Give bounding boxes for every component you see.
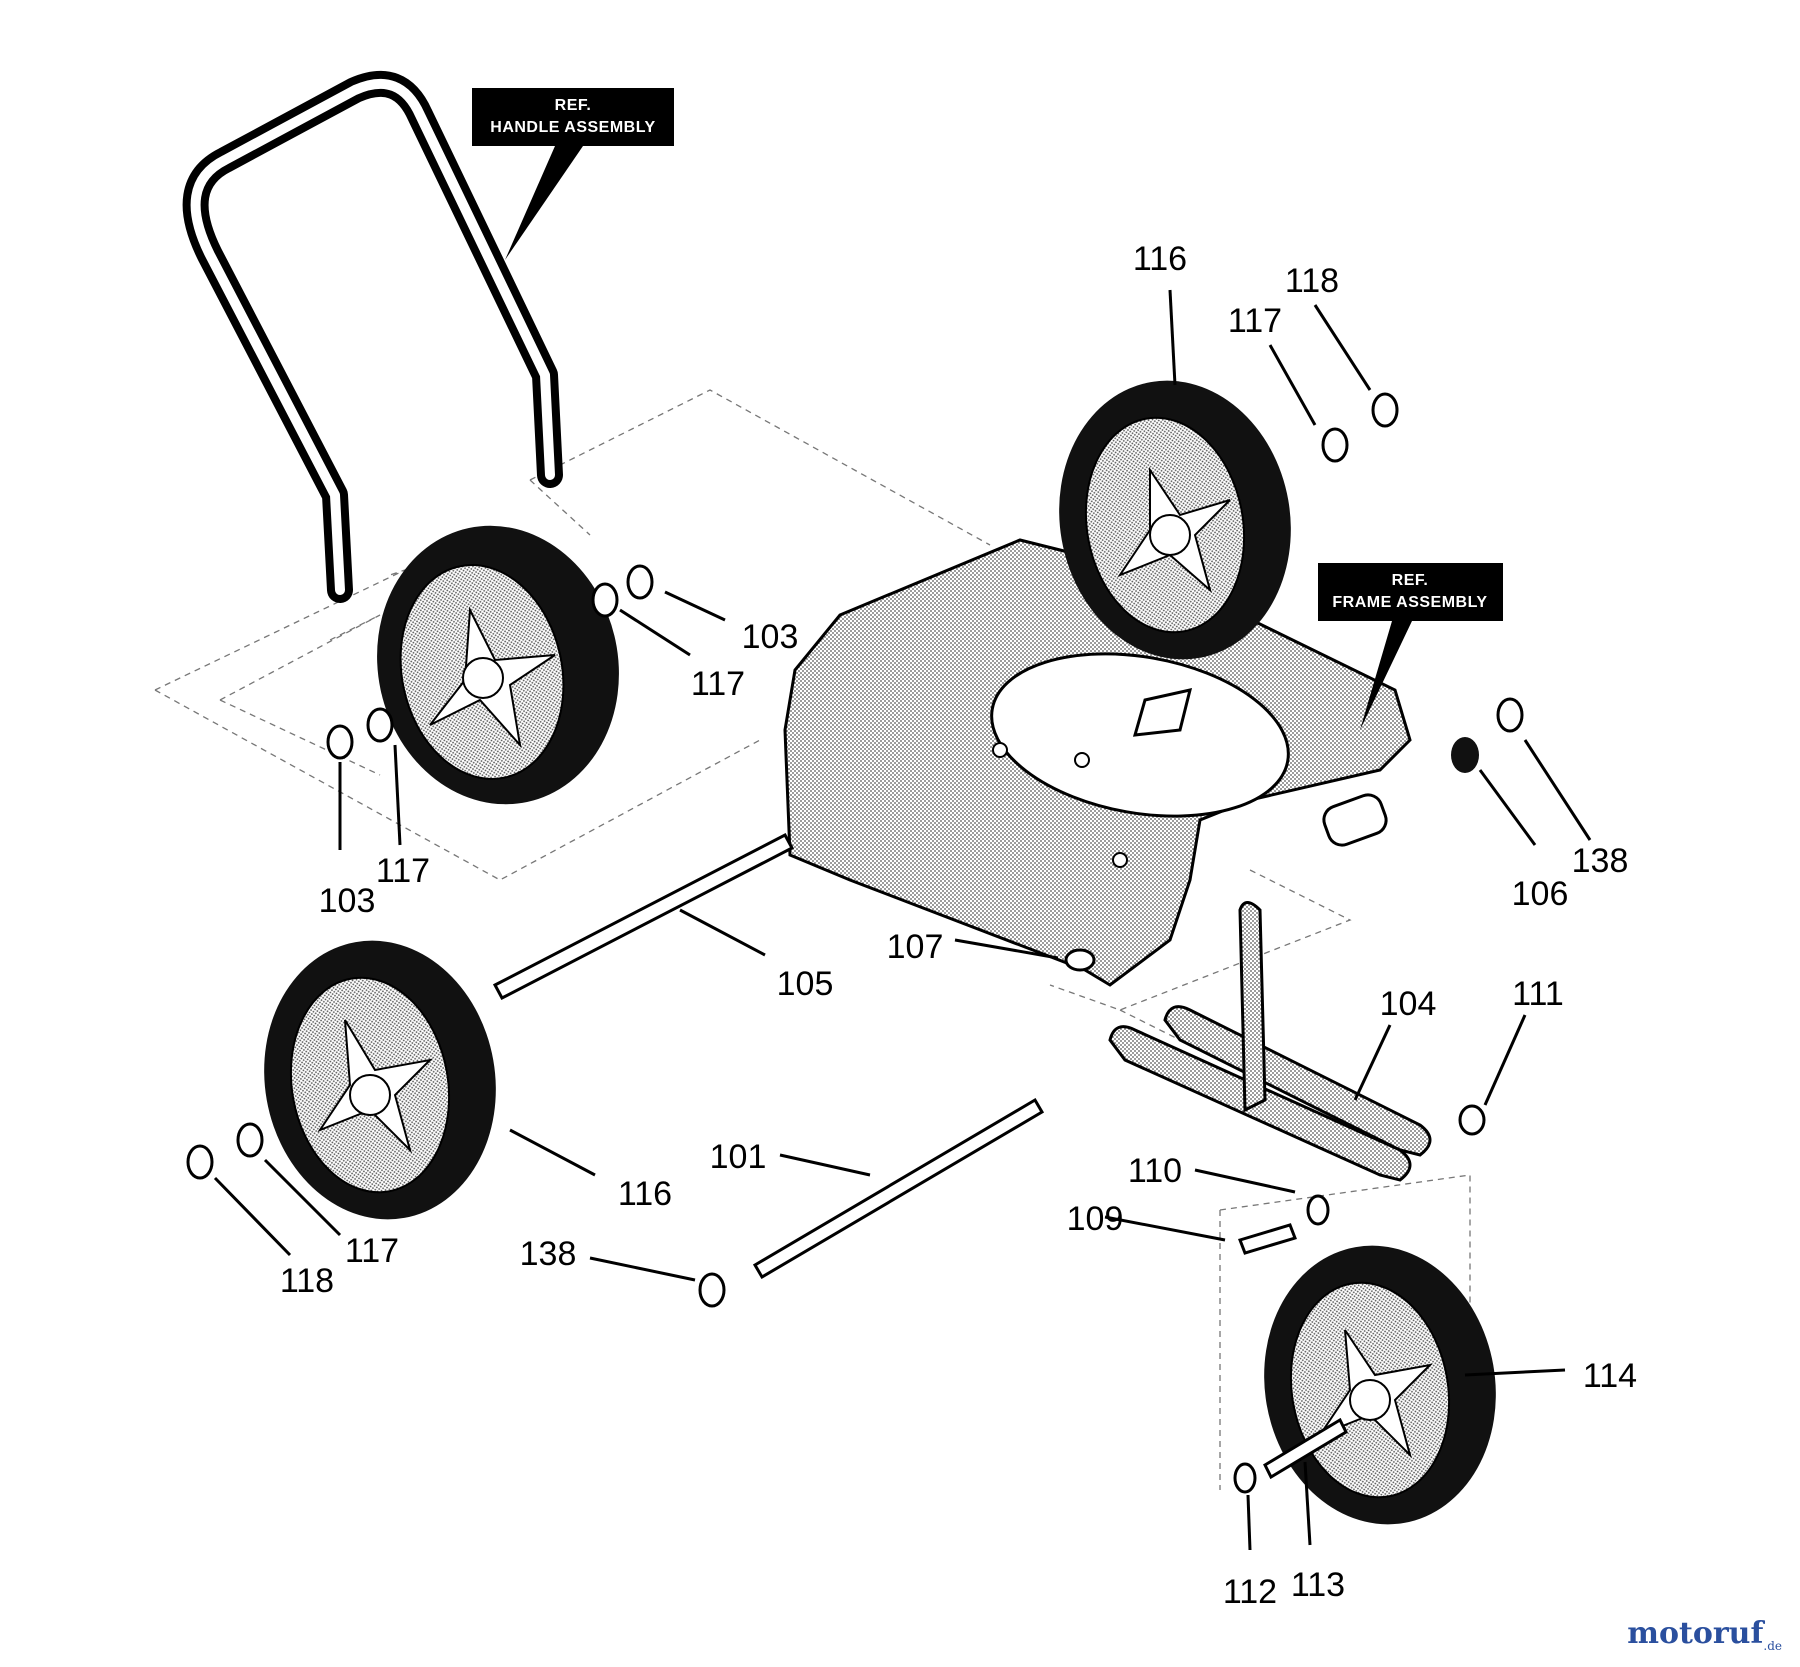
part-label-138: 138 [520,1235,577,1273]
washer-112 [1233,1462,1257,1494]
ref-handle-assembly-label: REF. HANDLE ASSEMBLY [472,88,674,260]
part-label-103: 103 [319,882,376,920]
part-label-117: 117 [345,1232,399,1270]
part-label-106: 106 [1512,875,1569,913]
part-number-labels: 116 118 117 103 117 103 117 106 138 105 … [280,240,1637,1611]
part-label-103: 103 [742,618,799,656]
part-label-109: 109 [1067,1200,1124,1238]
part-label-101: 101 [710,1138,767,1176]
washer-117 [236,1122,264,1158]
washer-117 [366,707,394,743]
axle-113 [1263,1417,1348,1480]
ref-handle-line-1: REF. [555,97,592,114]
washer-117 [591,582,619,618]
watermark-suffix: .de [1763,1639,1782,1653]
caster-bracket [1108,901,1432,1182]
part-label-104: 104 [1380,985,1437,1023]
axle-105 [492,832,795,1001]
wheel-right-rear [1059,380,1291,660]
part-label-116: 116 [618,1175,672,1213]
bolt-109 [1238,1223,1297,1255]
washer-110 [1306,1194,1330,1226]
wheel-left-front [264,940,496,1220]
clip-138 [1496,697,1524,733]
part-label-138: 138 [1572,842,1629,880]
handle-assembly [182,70,563,603]
hardware [186,392,1524,1494]
bushing-106 [1451,737,1479,773]
frame-assembly [783,538,1412,987]
part-label-118: 118 [280,1262,334,1300]
clip-103 [626,564,654,600]
wheel-front-caster [1264,1245,1496,1525]
washer-107 [1064,948,1096,972]
clip-138 [698,1272,726,1308]
part-label-114: 114 [1583,1357,1637,1395]
wheel-left-rear [377,525,619,805]
part-label-112: 112 [1223,1573,1277,1611]
watermark-text: motoruf [1627,1616,1764,1651]
nut-111 [1458,1104,1486,1136]
ref-handle-line-2: HANDLE ASSEMBLY [490,119,655,136]
part-label-117: 117 [691,665,745,703]
ref-frame-line-1: REF. [1392,572,1429,589]
ref-frame-assembly-label: REF. FRAME ASSEMBLY [1318,563,1503,730]
ref-frame-line-2: FRAME ASSEMBLY [1332,594,1487,611]
leader-lines [213,289,1592,1551]
washer-117 [1321,427,1349,463]
part-label-117: 117 [1228,302,1282,340]
clip-118 [186,1144,214,1180]
part-label-113: 113 [1291,1566,1345,1604]
clip-118 [1371,392,1399,428]
part-label-107: 107 [887,928,944,966]
part-label-118: 118 [1285,262,1339,300]
part-label-111: 111 [1512,975,1564,1013]
clip-103 [326,724,354,760]
part-label-117: 117 [376,852,430,890]
part-label-116: 116 [1133,240,1187,278]
axle-101 [752,1097,1045,1280]
watermark-logo: motoruf.de [1627,1616,1782,1653]
part-label-105: 105 [777,965,834,1003]
part-label-110: 110 [1128,1152,1182,1190]
